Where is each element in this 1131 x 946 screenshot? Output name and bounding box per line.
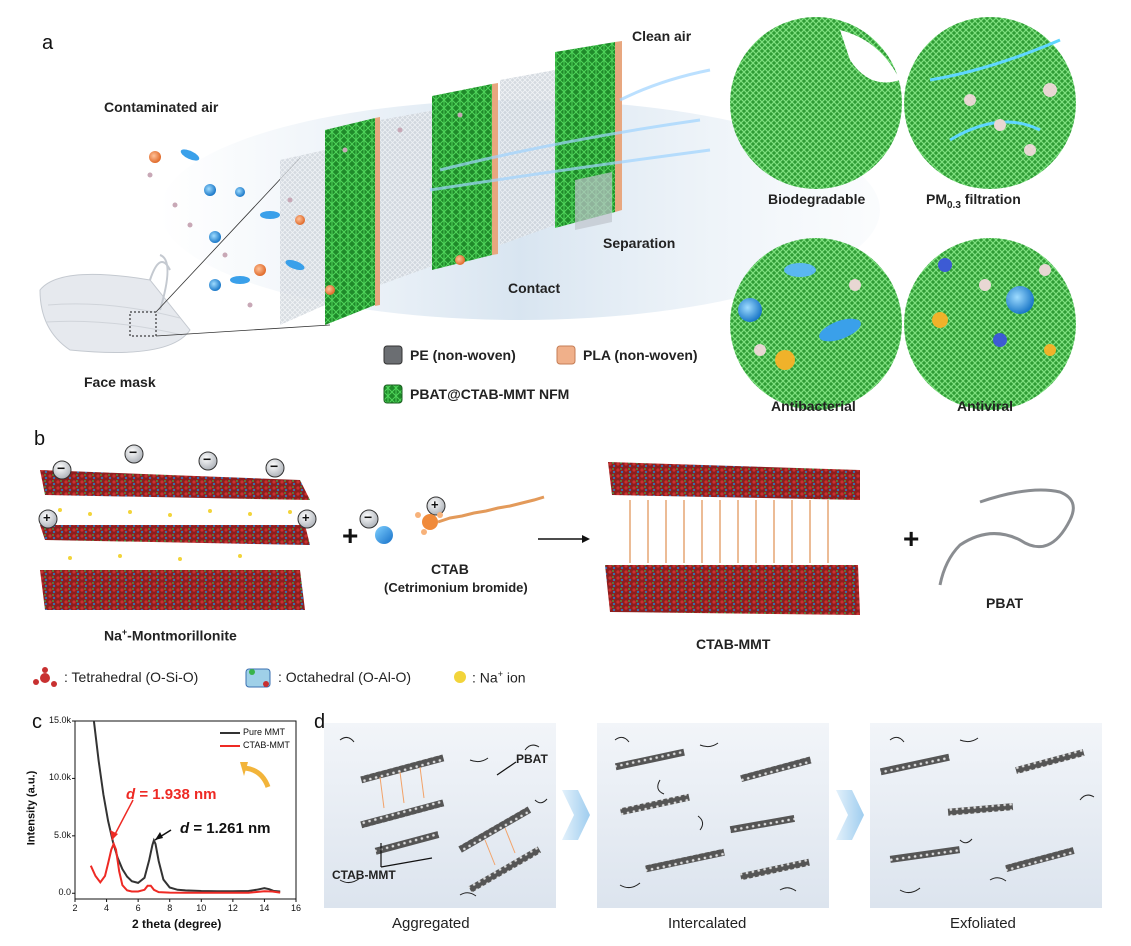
plus-sign-1: +	[342, 520, 359, 551]
legend-label-pe: PE (non-woven)	[410, 347, 516, 363]
label-pbat: PBAT	[986, 595, 1024, 611]
particles	[147, 112, 465, 308]
label-ctab-full: (Cetrimonium bromide)	[384, 580, 528, 595]
chart-xlabel: 2 theta (degree)	[132, 917, 222, 931]
y-tick-label: 5.0k	[53, 829, 71, 840]
label-d-ctab-mmt: CTAB-MMT	[332, 868, 396, 882]
label-d-pbat: PBAT	[516, 752, 548, 766]
label-ctab-mmt: CTAB-MMT	[696, 636, 771, 652]
filter-layers	[280, 41, 622, 325]
y-tick-label: 10.0k	[48, 772, 71, 783]
legend-swatch-nfm	[383, 384, 403, 404]
y-tick-label: 15.0k	[48, 715, 71, 725]
minus-marker-3: −	[203, 451, 212, 467]
x-tick-label: 8	[167, 903, 173, 913]
label-pm-filtration: PM0.3 filtration	[926, 191, 1021, 211]
panel-b-letter: b	[34, 428, 46, 450]
legend-octahedral: : Octahedral (O-Al-O)	[278, 669, 412, 685]
panel-d-letter: d	[314, 711, 326, 733]
zoom-box	[129, 311, 157, 337]
plus-marker-2: +	[302, 510, 310, 525]
pe-layer-1	[280, 150, 325, 325]
label-separation: Separation	[603, 235, 676, 251]
chart-legend-pure-mmt: Pure MMT	[243, 727, 286, 737]
legend-tetrahedral: : Tetrahedral (O-Si-O)	[64, 669, 199, 685]
annotation-black: d = 1.261 nm	[180, 820, 271, 837]
plus-marker-ctab: +	[431, 497, 439, 512]
x-tick-label: 10	[196, 903, 207, 913]
feature-circles	[730, 17, 1076, 410]
minus-marker-2: −	[129, 444, 138, 460]
label-aggregated: Aggregated	[392, 915, 470, 932]
airflow-streaks	[429, 68, 711, 192]
chart-legend-ctab-mmt: CTAB-MMT	[243, 740, 290, 750]
label-clean-air: Clean air	[632, 28, 692, 44]
label-contaminated-air: Contaminated air	[104, 99, 219, 115]
label-antibacterial: Antibacterial	[771, 398, 856, 414]
pe-layer-3	[500, 70, 555, 245]
label-face-mask: Face mask	[84, 374, 156, 390]
chart-ylabel: Intensity (a.u.)	[25, 770, 38, 846]
x-tick-label: 6	[135, 903, 141, 913]
panel-a-letter: a	[42, 32, 54, 54]
x-tick-label: 4	[104, 903, 110, 913]
y-tick-label: 0.0	[58, 887, 71, 898]
plus-marker-1: +	[43, 510, 51, 525]
label-na-mmt: Na+-Montmorillonite	[104, 627, 237, 644]
nfm-layer-1	[325, 118, 375, 325]
nfm-layer-2	[432, 84, 492, 270]
circle-antibacterial	[730, 238, 902, 410]
legend-na-ion: : Na+ ion	[472, 669, 526, 686]
label-antiviral: Antiviral	[957, 398, 1014, 414]
legend-label-nfm: PBAT@CTAB-MMT NFM	[410, 386, 570, 402]
label-ctab: CTAB	[431, 561, 469, 577]
x-tick-label: 2	[72, 903, 78, 913]
plus-sign-2: +	[903, 523, 920, 554]
annotation-red: d = 1.938 nm	[126, 786, 217, 803]
legend-swatch-pe	[383, 345, 403, 365]
legend-label-pla: PLA (non-woven)	[583, 347, 698, 363]
panel-c-letter: c	[32, 711, 42, 733]
x-tick-label: 16	[290, 903, 301, 913]
face-mask-illustration	[39, 157, 331, 353]
circle-antiviral	[904, 238, 1076, 410]
pe-layer-2	[380, 110, 435, 285]
minus-marker-1: −	[57, 460, 66, 476]
legend-swatch-pla	[556, 345, 576, 365]
label-exfoliated: Exfoliated	[950, 915, 1016, 932]
x-tick-label: 12	[227, 903, 238, 913]
minus-marker-4: −	[270, 458, 279, 474]
label-contact: Contact	[508, 280, 561, 296]
minus-marker-ctab: −	[364, 509, 373, 525]
label-biodegradable: Biodegradable	[768, 191, 866, 207]
label-intercalated: Intercalated	[668, 915, 747, 932]
circle-biodegradable	[730, 17, 902, 189]
x-tick-label: 14	[259, 903, 270, 913]
